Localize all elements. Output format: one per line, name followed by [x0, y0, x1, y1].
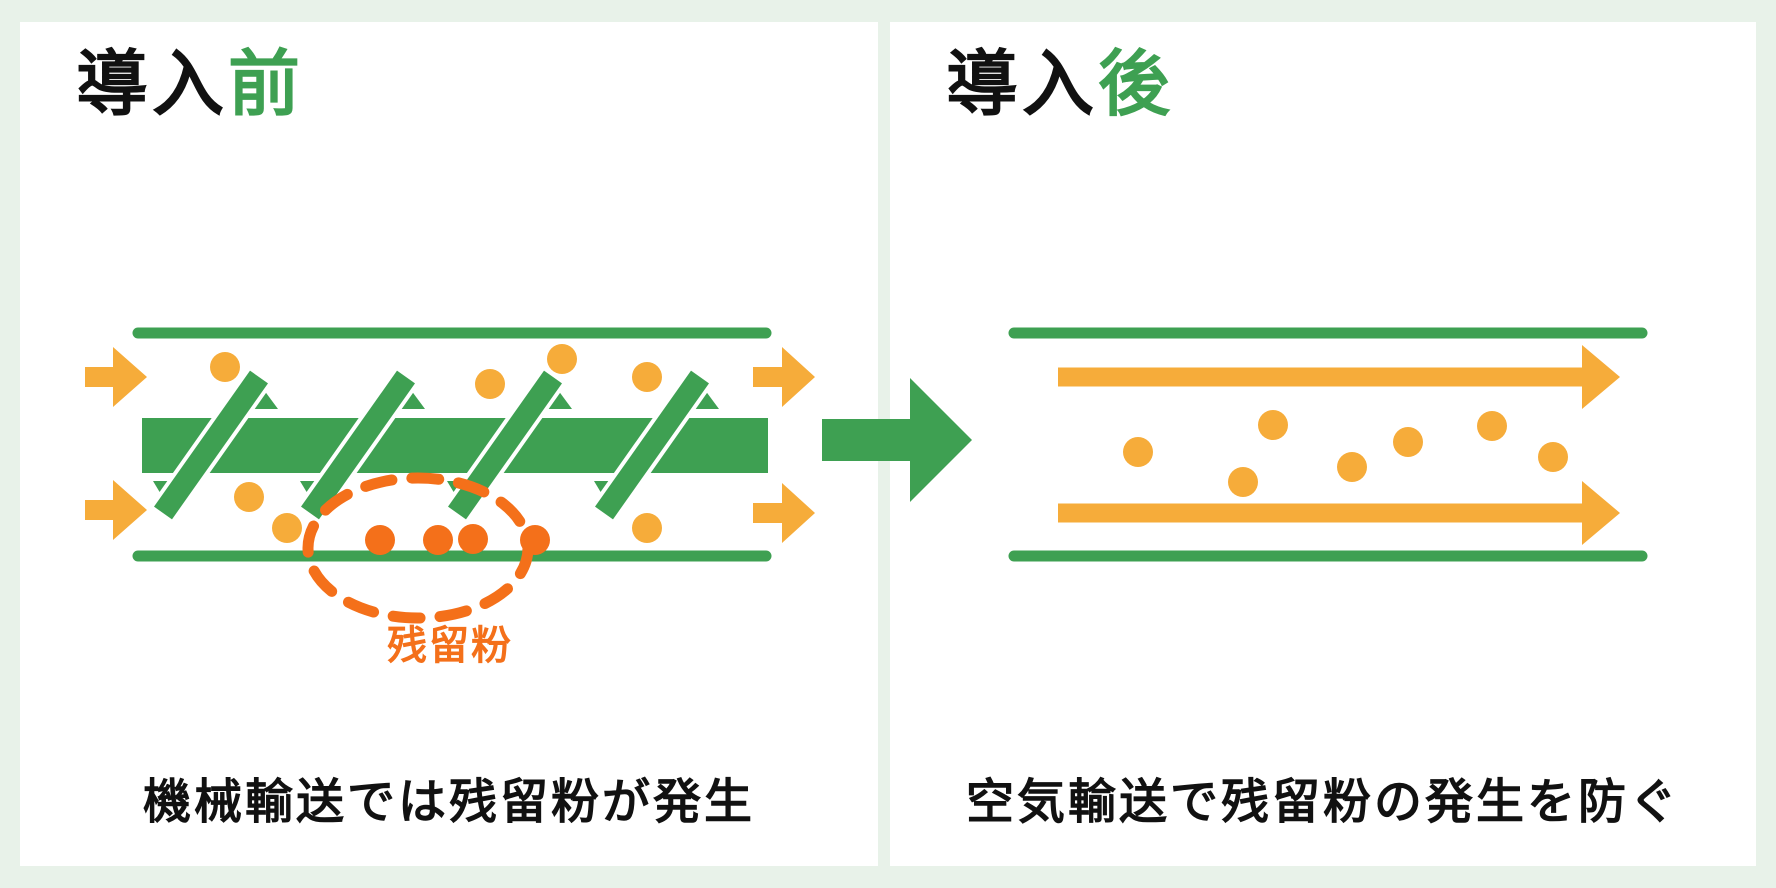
- transition-arrow-icon: [822, 378, 972, 502]
- after-title: 導入後: [946, 45, 1175, 125]
- residual-powder-particles: [365, 524, 550, 555]
- air-flow-arrow-top-icon: [1058, 345, 1620, 409]
- before-title-prefix: 導入: [76, 45, 229, 125]
- flow-arrow-icons: [85, 347, 815, 543]
- after-caption: 空気輸送で残留粉の発生を防ぐ: [965, 776, 1680, 829]
- after-title-prefix: 導入: [946, 45, 1099, 125]
- before-title: 導入前: [76, 45, 305, 125]
- before-title-accent: 前: [228, 45, 305, 125]
- inlet-arrow-bottom-icon: [85, 480, 147, 540]
- screw-conveyor-diagram: [85, 327, 815, 624]
- outlet-arrow-top-icon: [753, 347, 815, 407]
- after-panel: [890, 22, 1756, 866]
- air-flow-arrow-bottom-icon: [1058, 481, 1620, 545]
- outlet-arrow-bottom-icon: [753, 483, 815, 543]
- residual-powder-highlight-ellipse: [302, 472, 534, 624]
- before-caption: 機械輸送では残留粉が発生: [142, 776, 755, 829]
- after-title-accent: 後: [1098, 45, 1175, 125]
- powder-particles-right: [1123, 410, 1568, 497]
- pneumatic-pipe-diagram: [1008, 327, 1648, 562]
- inlet-arrow-top-icon: [85, 347, 147, 407]
- residual-powder-label: 残留粉: [387, 624, 513, 668]
- powder-particles-left: [210, 344, 662, 543]
